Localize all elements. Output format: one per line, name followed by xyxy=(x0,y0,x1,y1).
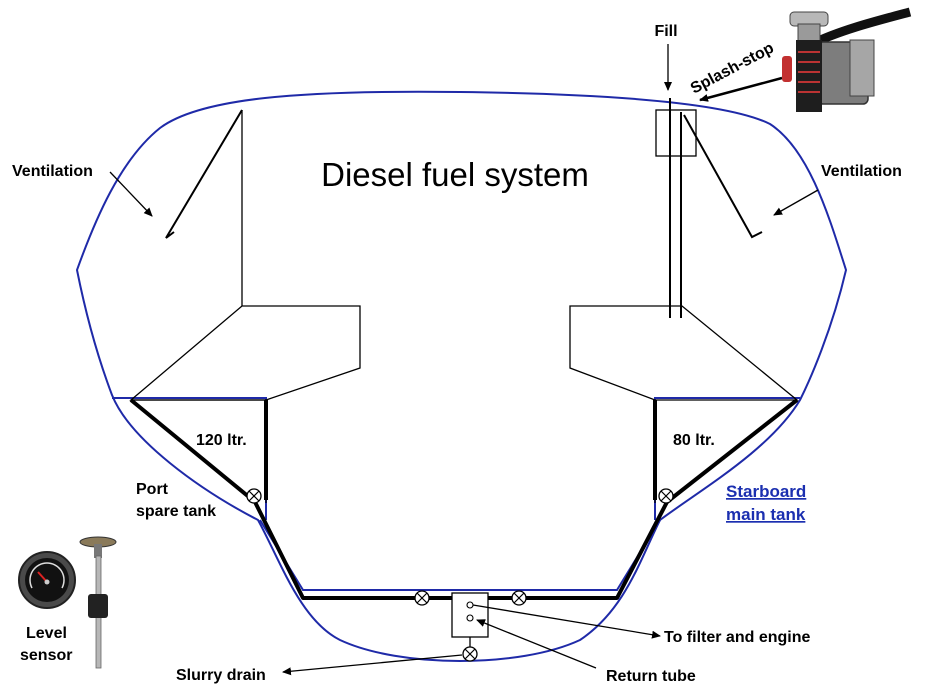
arrow-splash-stop xyxy=(699,76,783,102)
arrow-to-filter xyxy=(472,604,661,639)
arrow-ventilation-right xyxy=(773,189,819,216)
sump-block xyxy=(451,592,489,648)
ventilation-label-port: Ventilation xyxy=(12,163,93,180)
valve-line-right xyxy=(511,590,527,606)
port-tank-label-line2: spare tank xyxy=(136,503,216,520)
starboard-tank xyxy=(569,305,799,504)
splash-stop-image xyxy=(782,7,912,112)
level-probe-image xyxy=(79,536,117,669)
starboard-tank-capacity: 80 ltr. xyxy=(673,432,715,449)
fill-pipe xyxy=(655,98,697,318)
fuel-line xyxy=(253,501,669,600)
starboard-tank-label-line2[interactable]: main tank xyxy=(726,505,806,524)
ventilation-pipe-port xyxy=(165,109,243,239)
arrow-return-tube xyxy=(476,619,597,669)
port-tank-capacity: 120 ltr. xyxy=(196,432,247,449)
fill-label: Fill xyxy=(654,23,677,40)
port-tank xyxy=(129,110,361,504)
valve-starboard-tank xyxy=(658,488,674,504)
to-filter-label: To filter and engine xyxy=(664,629,810,646)
valve-slurry-drain xyxy=(462,646,478,662)
arrow-slurry-drain xyxy=(282,654,463,676)
valve-line-left xyxy=(414,590,430,606)
slurry-drain-label: Slurry drain xyxy=(176,667,266,684)
ventilation-pipe-starboard xyxy=(683,114,763,239)
hull-outline xyxy=(75,90,848,662)
diagram-title: Diesel fuel system xyxy=(321,156,589,193)
level-gauge-image xyxy=(18,551,76,609)
ventilation-label-starboard: Ventilation xyxy=(821,163,902,180)
splash-stop-label: Splash-stop xyxy=(688,39,777,97)
starboard-tank-label-line1[interactable]: Starboard xyxy=(726,482,806,501)
arrow-ventilation-left xyxy=(109,171,153,217)
valve-port-tank xyxy=(246,488,262,504)
port-tank-label-line1: Port xyxy=(136,481,169,498)
level-sensor-label-line1: Level xyxy=(26,625,67,642)
level-sensor-label-line2: sensor xyxy=(20,647,72,664)
return-tube-label: Return tube xyxy=(606,668,696,685)
